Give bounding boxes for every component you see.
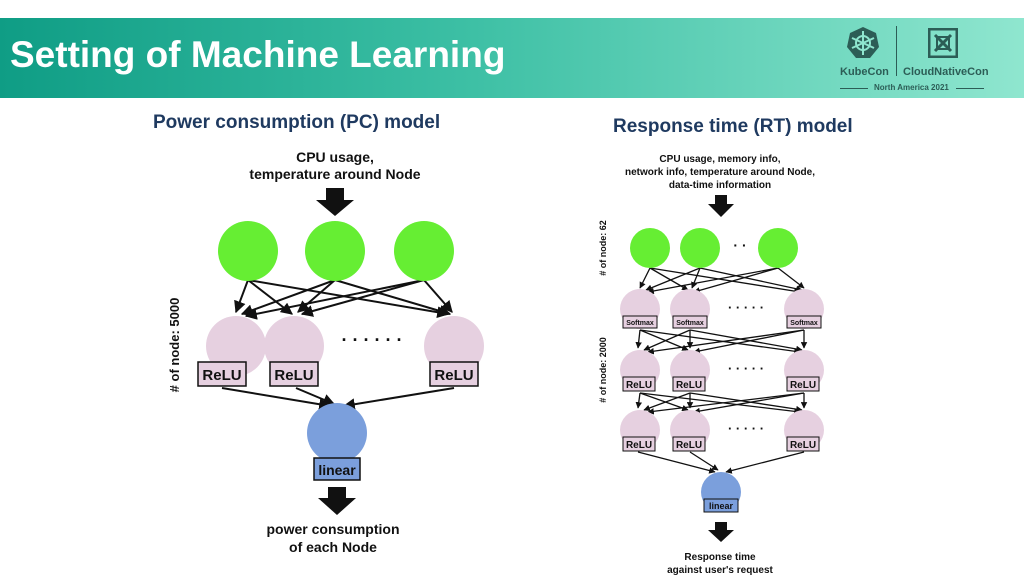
pc-input-node-1 bbox=[218, 221, 278, 281]
pc-model-title: Power consumption (PC) model bbox=[153, 112, 441, 133]
pc-input-arrow-icon bbox=[316, 188, 354, 216]
pc-input-text-1: CPU usage, bbox=[296, 149, 374, 165]
rt-layer2-node-1: ReLU bbox=[620, 350, 660, 392]
rt-layer3-label-2: ReLU bbox=[676, 440, 702, 451]
rt-output-arrow-icon bbox=[708, 522, 734, 542]
pc-hidden-node-2: ReLU bbox=[264, 316, 324, 387]
rt-output-text-1: Response time bbox=[684, 552, 756, 563]
rt-layer3-node-2: ReLU bbox=[670, 410, 710, 452]
rt-layer3-node-3: ReLU bbox=[784, 410, 824, 452]
pc-output-arrow-icon bbox=[318, 487, 356, 515]
rt-input-node-2 bbox=[680, 228, 720, 268]
pc-hidden-label-3: ReLU bbox=[434, 367, 473, 384]
rt-layer1-label-2: Softmax bbox=[676, 320, 704, 327]
rt-output-node: linear bbox=[701, 472, 741, 513]
rt-layer2-ellipsis: · · · · · bbox=[728, 361, 764, 376]
rt-layer2-label-3: ReLU bbox=[790, 380, 816, 391]
event-rule-right bbox=[956, 88, 984, 89]
pc-hidden-label-2: ReLU bbox=[274, 367, 313, 384]
pc-output-label: linear bbox=[318, 462, 356, 478]
rt-input-node-1 bbox=[630, 228, 670, 268]
pc-output-text-1: power consumption bbox=[267, 521, 400, 537]
rt-input-ellipsis: · · bbox=[733, 237, 746, 253]
rt-layer3-ellipsis: · · · · · bbox=[728, 421, 764, 436]
pc-input-text-2: temperature around Node bbox=[249, 166, 420, 182]
rt-connections-4 bbox=[637, 451, 805, 474]
rt-layer1-node-2: Softmax bbox=[670, 289, 710, 329]
rt-layer3-label-1: ReLU bbox=[626, 440, 652, 451]
pc-connections-1 bbox=[234, 279, 453, 320]
kubernetes-helm-icon bbox=[847, 27, 879, 58]
pc-hidden-ellipsis: · · · · · · bbox=[342, 330, 403, 350]
slide-title: Setting of Machine Learning bbox=[10, 34, 506, 75]
pc-input-node-3 bbox=[394, 221, 454, 281]
pc-output-node: linear bbox=[307, 403, 367, 481]
rt-layer1-node-1: Softmax bbox=[620, 289, 660, 329]
event-label: North America 2021 bbox=[874, 83, 949, 92]
rt-connections-3 bbox=[635, 392, 808, 415]
pc-input-node-2 bbox=[305, 221, 365, 281]
rt-layer2-node-3: ReLU bbox=[784, 350, 824, 392]
rt-input-count-label: # of node: 62 bbox=[598, 220, 608, 276]
cloudnative-icon bbox=[928, 28, 958, 58]
rt-layer3-label-3: ReLU bbox=[790, 440, 816, 451]
rt-input-text-1: CPU usage, memory info, bbox=[659, 154, 780, 165]
pc-hidden-node-1: ReLU bbox=[197, 316, 266, 387]
pc-node-count-label: # of node: 5000 bbox=[167, 298, 182, 393]
rt-output-label: linear bbox=[709, 501, 734, 511]
rt-layer2-node-2: ReLU bbox=[670, 350, 710, 392]
rt-input-text-3: data-time information bbox=[669, 180, 771, 191]
event-rule-left bbox=[840, 88, 868, 89]
pc-connections-2 bbox=[221, 387, 455, 411]
rt-layer1-ellipsis: · · · · · bbox=[728, 300, 764, 315]
rt-layer1-label-1: Softmax bbox=[626, 320, 654, 327]
rt-model-title: Response time (RT) model bbox=[613, 116, 853, 137]
rt-connections-1 bbox=[639, 267, 805, 295]
rt-layer3-node-1: ReLU bbox=[620, 410, 660, 452]
rt-layer1-node-3: Softmax bbox=[784, 289, 824, 329]
rt-layer2-label-1: ReLU bbox=[626, 380, 652, 391]
rt-connections-2 bbox=[635, 329, 808, 355]
rt-layer2-label-2: ReLU bbox=[676, 380, 702, 391]
pc-output-text-2: of each Node bbox=[289, 539, 377, 555]
cloudnativecon-logo-text: CloudNativeCon bbox=[903, 66, 989, 78]
rt-input-text-2: network info, temperature around Node, bbox=[625, 167, 815, 178]
rt-output-text-2: against user's request bbox=[667, 565, 773, 576]
rt-layer1-label-3: Softmax bbox=[790, 320, 818, 327]
rt-input-node-3 bbox=[758, 228, 798, 268]
header-banner: Setting of Machine Learning KubeCon Clou… bbox=[0, 18, 1024, 98]
kubecon-logo-text: KubeCon bbox=[840, 66, 889, 78]
logo-divider bbox=[896, 26, 897, 76]
pc-hidden-node-3: ReLU bbox=[424, 316, 484, 387]
rt-input-arrow-icon bbox=[708, 195, 734, 217]
pc-hidden-label-1: ReLU bbox=[202, 367, 241, 384]
rt-hidden-count-label: # of node: 2000 bbox=[598, 337, 608, 403]
